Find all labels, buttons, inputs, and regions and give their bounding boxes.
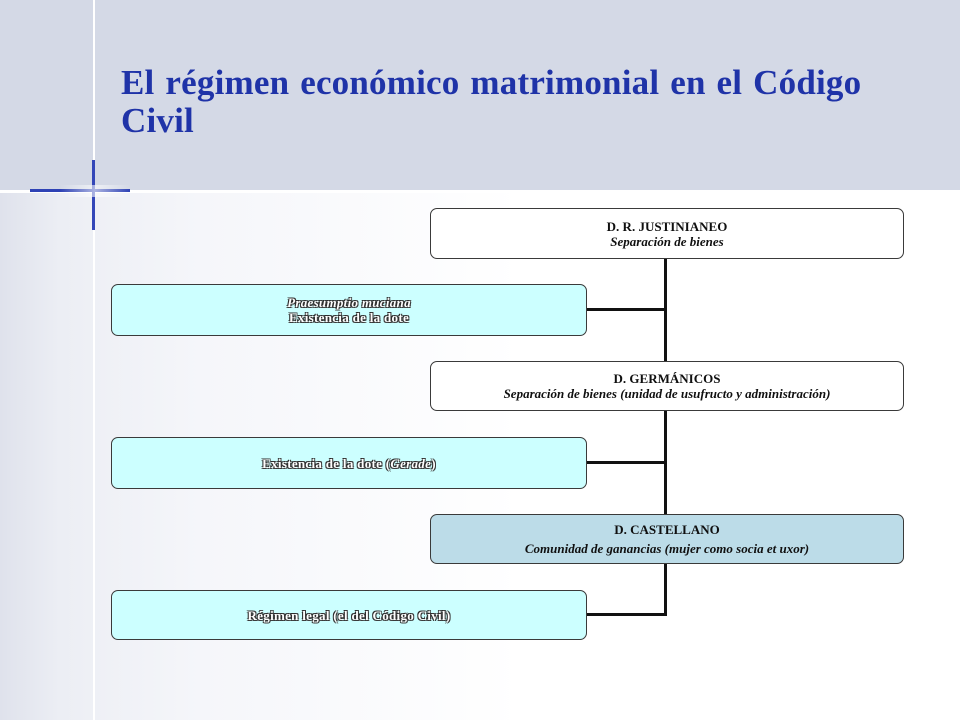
node-germanicos-title: D. GERMÁNICOS: [613, 371, 721, 386]
node-regimen-legal-title: Régimen legal (el del Código Civil): [247, 607, 451, 623]
node-dote-gerade-text: Existencia de la dote (: [262, 455, 391, 471]
node-justinianeo-subtitle: Separación de bienes: [610, 233, 724, 249]
node-praesumptio-subtitle: Existencia de la dote: [288, 310, 410, 325]
node-praesumptio-title: Praesumptio muciana: [287, 295, 411, 310]
node-regimen-legal: Régimen legal (el del Código Civil): [111, 590, 587, 640]
decorative-vertical-line: [93, 0, 95, 720]
slide-title: El régimen económico matrimonial en el C…: [121, 63, 862, 140]
node-germanicos: D. GERMÁNICOS Separación de bienes (unid…: [430, 361, 904, 411]
connector-to-dote-gerade: [586, 461, 667, 464]
connector-main-trunk-lower: [664, 563, 667, 616]
node-germanicos-subtitle: Separación de bienes (unidad de usufruct…: [503, 386, 831, 401]
node-praesumptio: Praesumptio muciana Existencia de la dot…: [111, 284, 587, 336]
header-divider: [0, 190, 960, 193]
node-dote-gerade-italic: Gerade: [390, 455, 432, 471]
node-dote-gerade-label: Existencia de la dote (Gerade): [262, 456, 436, 471]
connector-to-regimen-legal: [586, 613, 667, 616]
connector-to-praesumptio: [586, 308, 667, 311]
node-castellano: D. CASTELLANO Comunidad de ganancias (mu…: [430, 514, 904, 564]
node-castellano-subtitle: Comunidad de ganancias (mujer como socia…: [524, 541, 810, 556]
node-justinianeo: D. R. JUSTINIANEO Separación de bienes: [430, 208, 904, 259]
node-justinianeo-title: D. R. JUSTINIANEO: [606, 218, 728, 234]
decorative-cross-glow: [60, 185, 130, 197]
node-dote-gerade-close: ): [431, 455, 436, 471]
node-castellano-title: D. CASTELLANO: [614, 522, 720, 537]
header-band: [0, 0, 960, 192]
node-dote-gerade: Existencia de la dote (Gerade): [111, 437, 587, 489]
